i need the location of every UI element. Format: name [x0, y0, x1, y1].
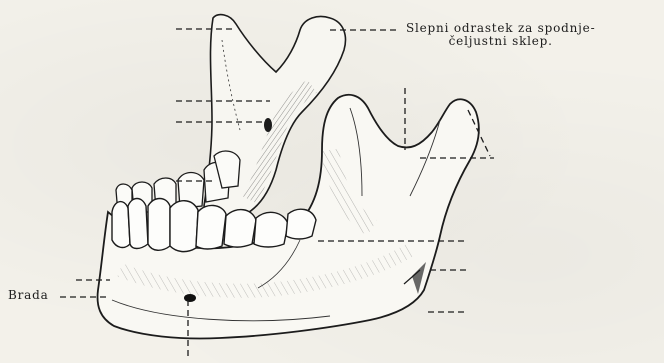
condylar-process-label: Slepni odrastek za spodnje- čeljustni sk…: [406, 22, 595, 48]
condylar-process-label-line2: čeljustni sklep.: [406, 35, 595, 48]
chin-label: Brada: [8, 289, 49, 302]
mandibular-foramen-mark: [264, 118, 272, 132]
mental-foramen-mark: [184, 294, 196, 302]
